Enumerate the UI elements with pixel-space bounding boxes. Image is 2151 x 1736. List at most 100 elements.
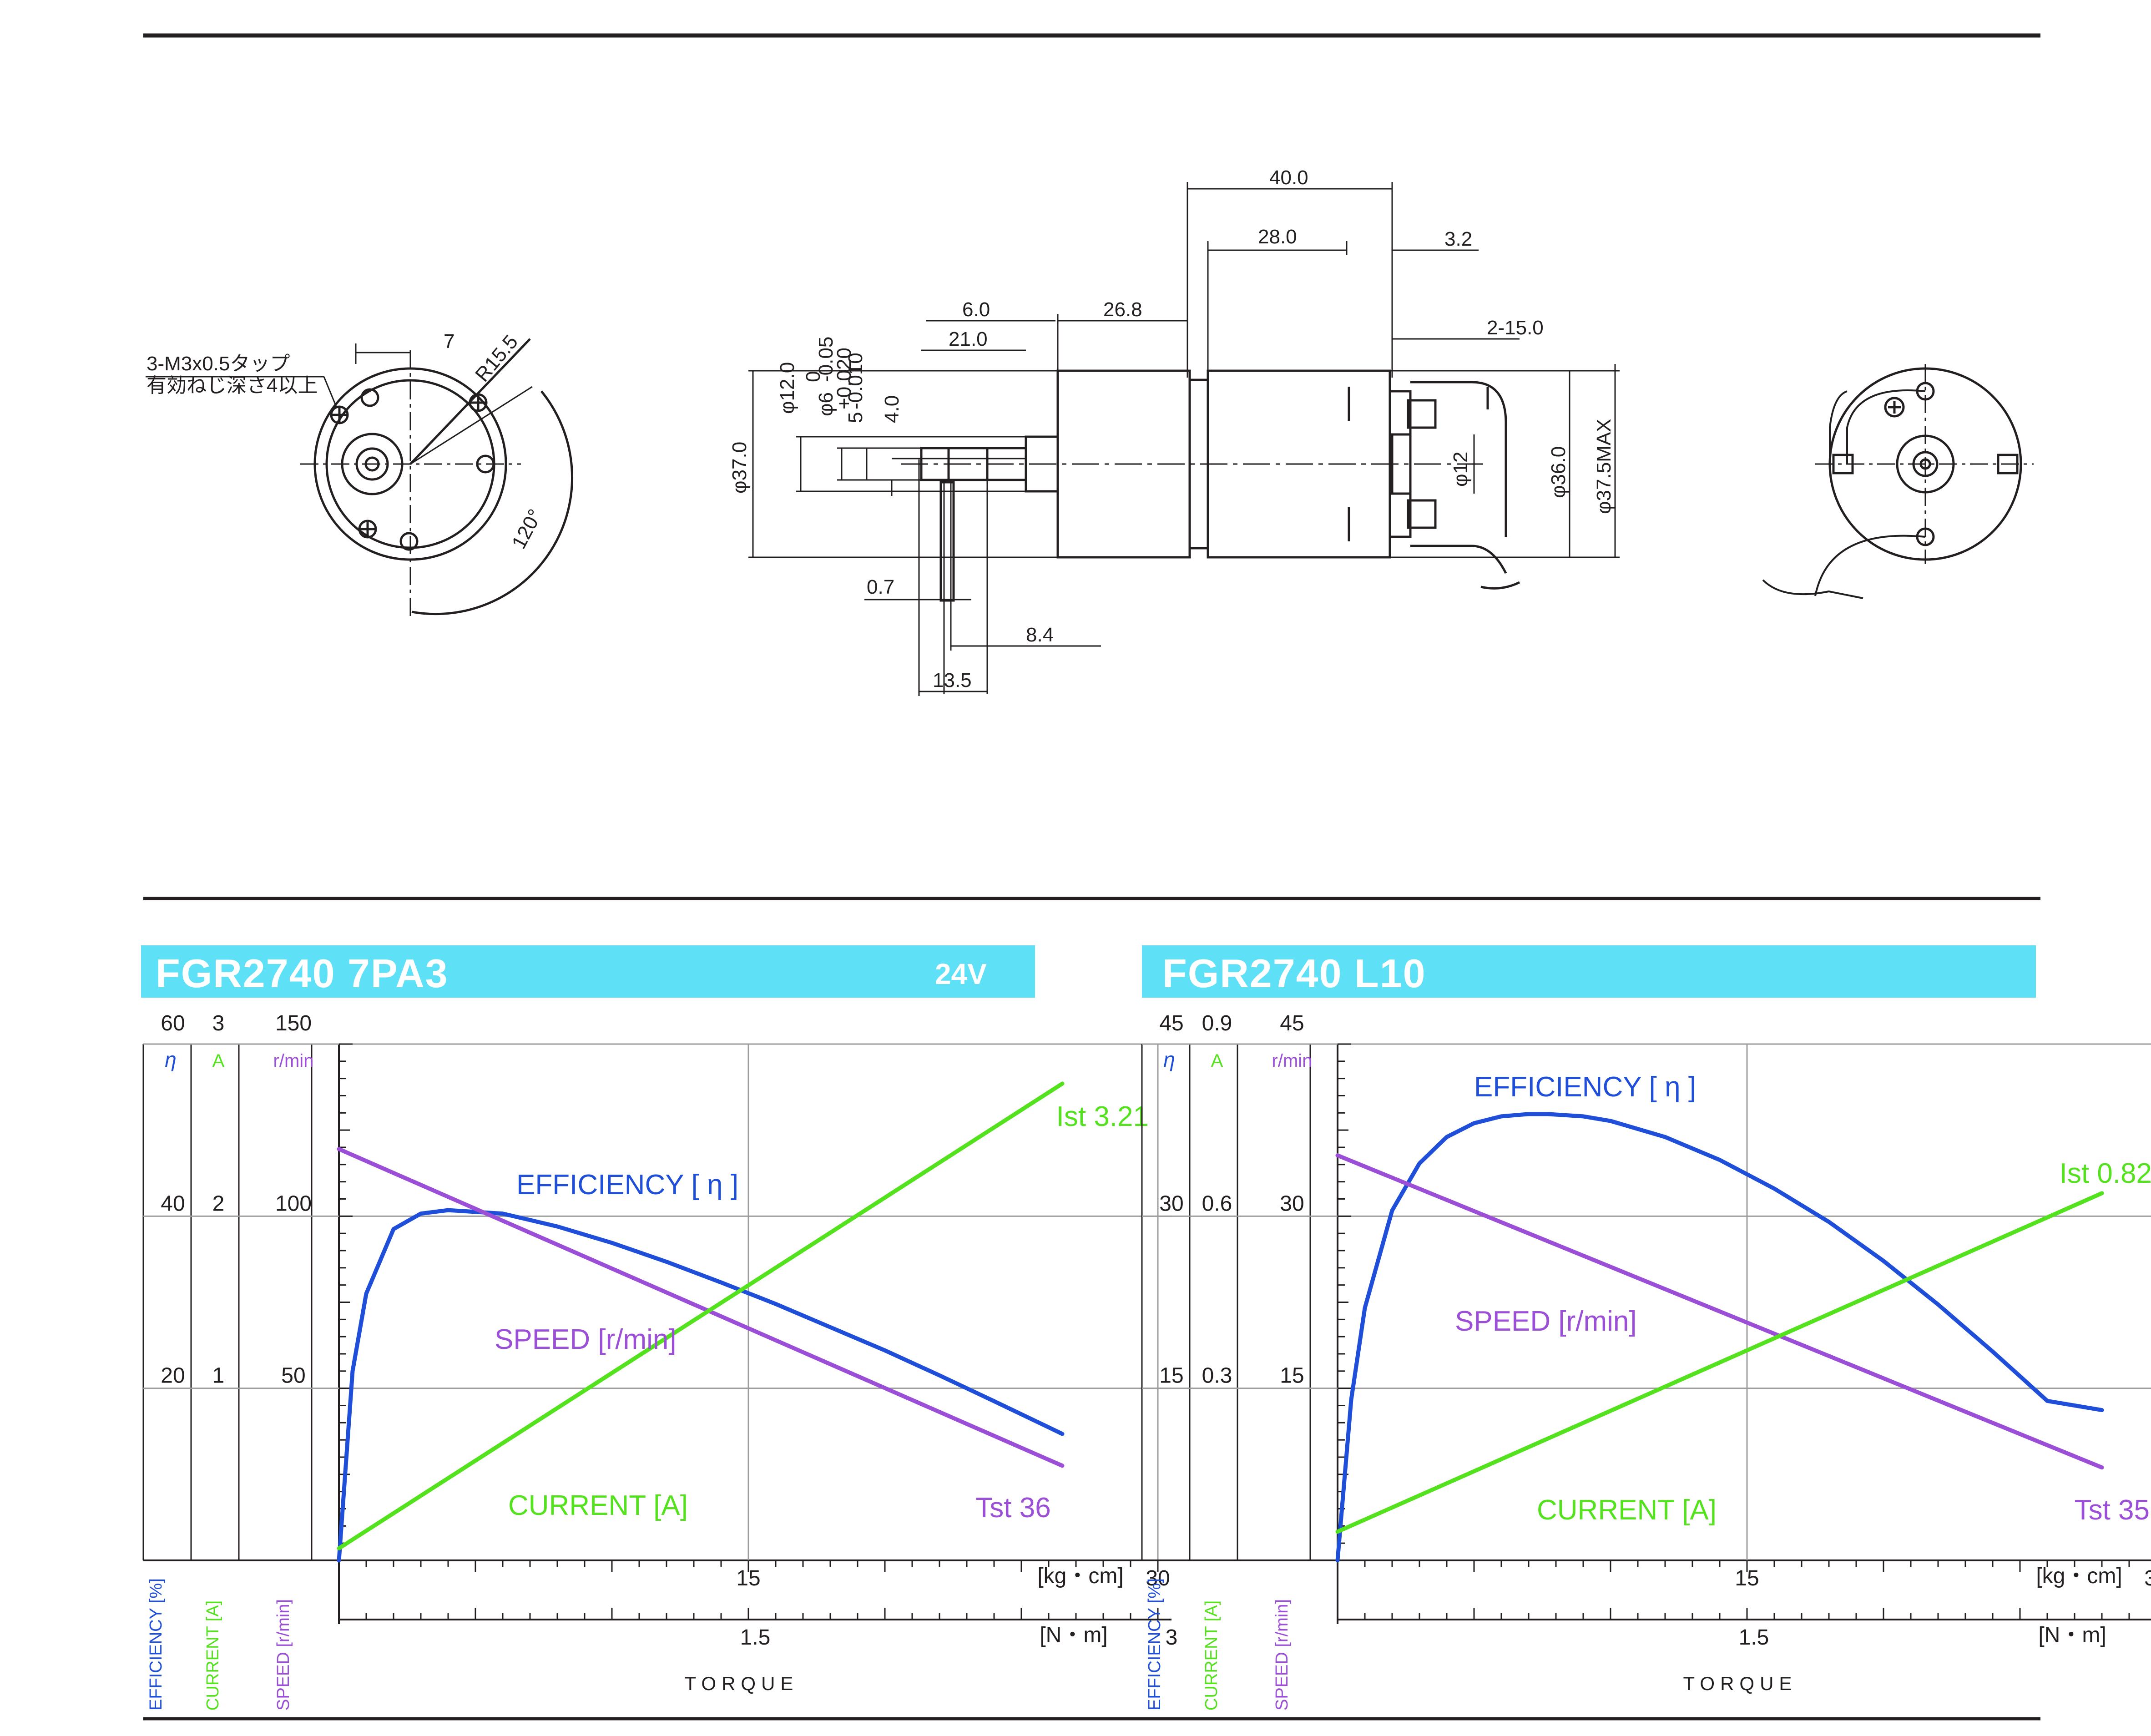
dim-13-5: 13.5 — [933, 669, 972, 691]
tap-note-line2: 有効ねじ深さ4以上 — [146, 374, 318, 397]
dim-phi-36-0: φ36.0 — [1547, 446, 1570, 498]
current-unit: A — [212, 1051, 225, 1071]
tap-hole-3 — [358, 520, 377, 539]
speed-tick-top: 45 — [1280, 1011, 1304, 1035]
x-tick-primary: 30 — [2144, 1566, 2151, 1590]
dim-6-0: 6.0 — [962, 298, 990, 321]
series-efficiency-line — [1335, 1112, 2104, 1563]
current-unit: A — [1211, 1051, 1223, 1071]
dim-4-0: 4.0 — [881, 395, 903, 423]
dim-angle-120: 120° — [508, 505, 547, 552]
speed-tick-low: 15 — [1280, 1364, 1304, 1388]
side-view — [748, 182, 1620, 696]
current-tick-top: 3 — [212, 1011, 225, 1035]
speed-tick-mid: 30 — [1280, 1191, 1304, 1216]
annotation-efficiency: EFFICIENCY [ η ] — [516, 1169, 738, 1201]
side-view-labels: 40.0 28.0 3.2 6.0 26.8 21.0 2-15.0 φ37.0… — [728, 167, 1615, 691]
current-tick-top: 0.9 — [1202, 1011, 1232, 1035]
speed-axis-label: SPEED [r/min] — [274, 1599, 293, 1711]
rear-bearing — [1391, 433, 1412, 495]
annotation-current: CURRENT [A] — [508, 1490, 688, 1521]
efficiency-unit: η — [165, 1048, 177, 1071]
current-tick-mid: 2 — [212, 1191, 225, 1216]
annotation-ist: Ist 0.82 — [2060, 1158, 2151, 1189]
dim-phi-6: φ6 — [815, 392, 837, 416]
dim-phi-12: φ12 — [1449, 452, 1472, 487]
x-tick-secondary: 3 — [1166, 1625, 1178, 1650]
current-tick-low: 1 — [212, 1364, 225, 1388]
efficiency-tick-top: 60 — [161, 1011, 185, 1035]
series-current-line — [337, 1081, 1065, 1550]
dim-2-15-0: 2-15.0 — [1487, 317, 1544, 339]
series-speed-line — [1335, 1153, 2104, 1470]
x-unit-primary: [kg・cm] — [2036, 1564, 2122, 1588]
annotation-speed: SPEED [r/min] — [495, 1324, 677, 1355]
dim-21-0: 21.0 — [949, 328, 988, 350]
chart-2-banner — [1142, 945, 2036, 998]
dim-40-0: 40.0 — [1269, 167, 1308, 189]
efficiency-tick-low: 20 — [161, 1364, 185, 1388]
chart-1-banner — [141, 945, 1035, 998]
dim-7: 7 — [444, 330, 454, 353]
x-axis-label: TORQUE — [685, 1673, 799, 1694]
dim-phi-6-tol-upper: 0 — [802, 371, 824, 382]
speed-tick-top: 150 — [275, 1011, 312, 1035]
efficiency-tick-low: 15 — [1159, 1364, 1183, 1388]
annotation-tst: Tst 36 — [975, 1492, 1050, 1524]
chart-1-voltage: 24V — [935, 958, 987, 990]
efficiency-axis-label: EFFICIENCY [%] — [1145, 1578, 1164, 1711]
current-tick-low: 0.3 — [1202, 1364, 1232, 1388]
current-axis-label: CURRENT [A] — [203, 1600, 222, 1711]
x-unit-primary: [kg・cm] — [1037, 1564, 1123, 1588]
tap-hole-1 — [330, 405, 349, 424]
angle-ref-line — [410, 386, 533, 465]
dim-0-7: 0.7 — [867, 576, 894, 598]
x-tick-primary: 15 — [736, 1566, 760, 1590]
dim-phi-37-0: φ37.0 — [728, 442, 751, 494]
series-current-line — [1335, 1191, 2104, 1534]
efficiency-tick-top: 45 — [1159, 1011, 1183, 1035]
current-tick-mid: 0.6 — [1202, 1191, 1232, 1216]
annotation-ist: Ist 3.21 — [1056, 1101, 1149, 1132]
series-efficiency-line — [337, 1208, 1065, 1563]
x-tick-primary: 30 — [1146, 1566, 1170, 1590]
speed-unit: r/min — [1272, 1051, 1313, 1071]
dim-phi-6-tol-lower: -0.05 — [815, 337, 837, 382]
x-unit-secondary: [N・m] — [2038, 1623, 2106, 1647]
speed-tick-mid: 100 — [275, 1191, 312, 1216]
annotation-speed: SPEED [r/min] — [1455, 1306, 1637, 1337]
terminal-bottom — [1410, 545, 1507, 574]
annotation-current: CURRENT [A] — [1537, 1494, 1717, 1526]
dim-phi-37-5max: φ37.5MAX — [1593, 419, 1615, 514]
radius-leader — [409, 338, 531, 465]
efficiency-unit: η — [1163, 1048, 1175, 1071]
series-speed-line — [337, 1147, 1065, 1468]
angle-arc — [411, 390, 573, 616]
terminal-top — [1410, 381, 1507, 537]
rear-view — [1762, 364, 2034, 599]
efficiency-axis-label: EFFICIENCY [%] — [146, 1578, 166, 1711]
dim-5-tol-lower: -0.010 — [844, 353, 867, 409]
annotation-tst: Tst 35 — [2075, 1494, 2150, 1526]
dim-3-2: 3.2 — [1444, 228, 1472, 250]
speed-axis-label: SPEED [r/min] — [1272, 1599, 1292, 1711]
x-tick-secondary: 1.5 — [740, 1625, 771, 1650]
dim-5-tol-upper: +0.020 — [833, 348, 855, 409]
x-axis-label: TORQUE — [1683, 1673, 1798, 1694]
x-tick-primary: 15 — [1735, 1566, 1759, 1590]
rear-screw-1 — [1884, 397, 1905, 418]
x-unit-secondary: [N・m] — [1040, 1623, 1107, 1647]
annotation-efficiency: EFFICIENCY [ η ] — [1474, 1071, 1696, 1103]
tap-note-line1: 3-M3x0.5タップ — [146, 353, 290, 375]
efficiency-tick-mid: 40 — [161, 1191, 185, 1216]
front-view — [146, 338, 573, 619]
dim-phi-12-0: φ12.0 — [776, 362, 798, 414]
dim-5: 5 — [844, 412, 867, 423]
dim-8-4: 8.4 — [1026, 624, 1054, 646]
current-axis-label: CURRENT [A] — [1202, 1600, 1221, 1711]
mount-hole-3 — [399, 532, 419, 551]
